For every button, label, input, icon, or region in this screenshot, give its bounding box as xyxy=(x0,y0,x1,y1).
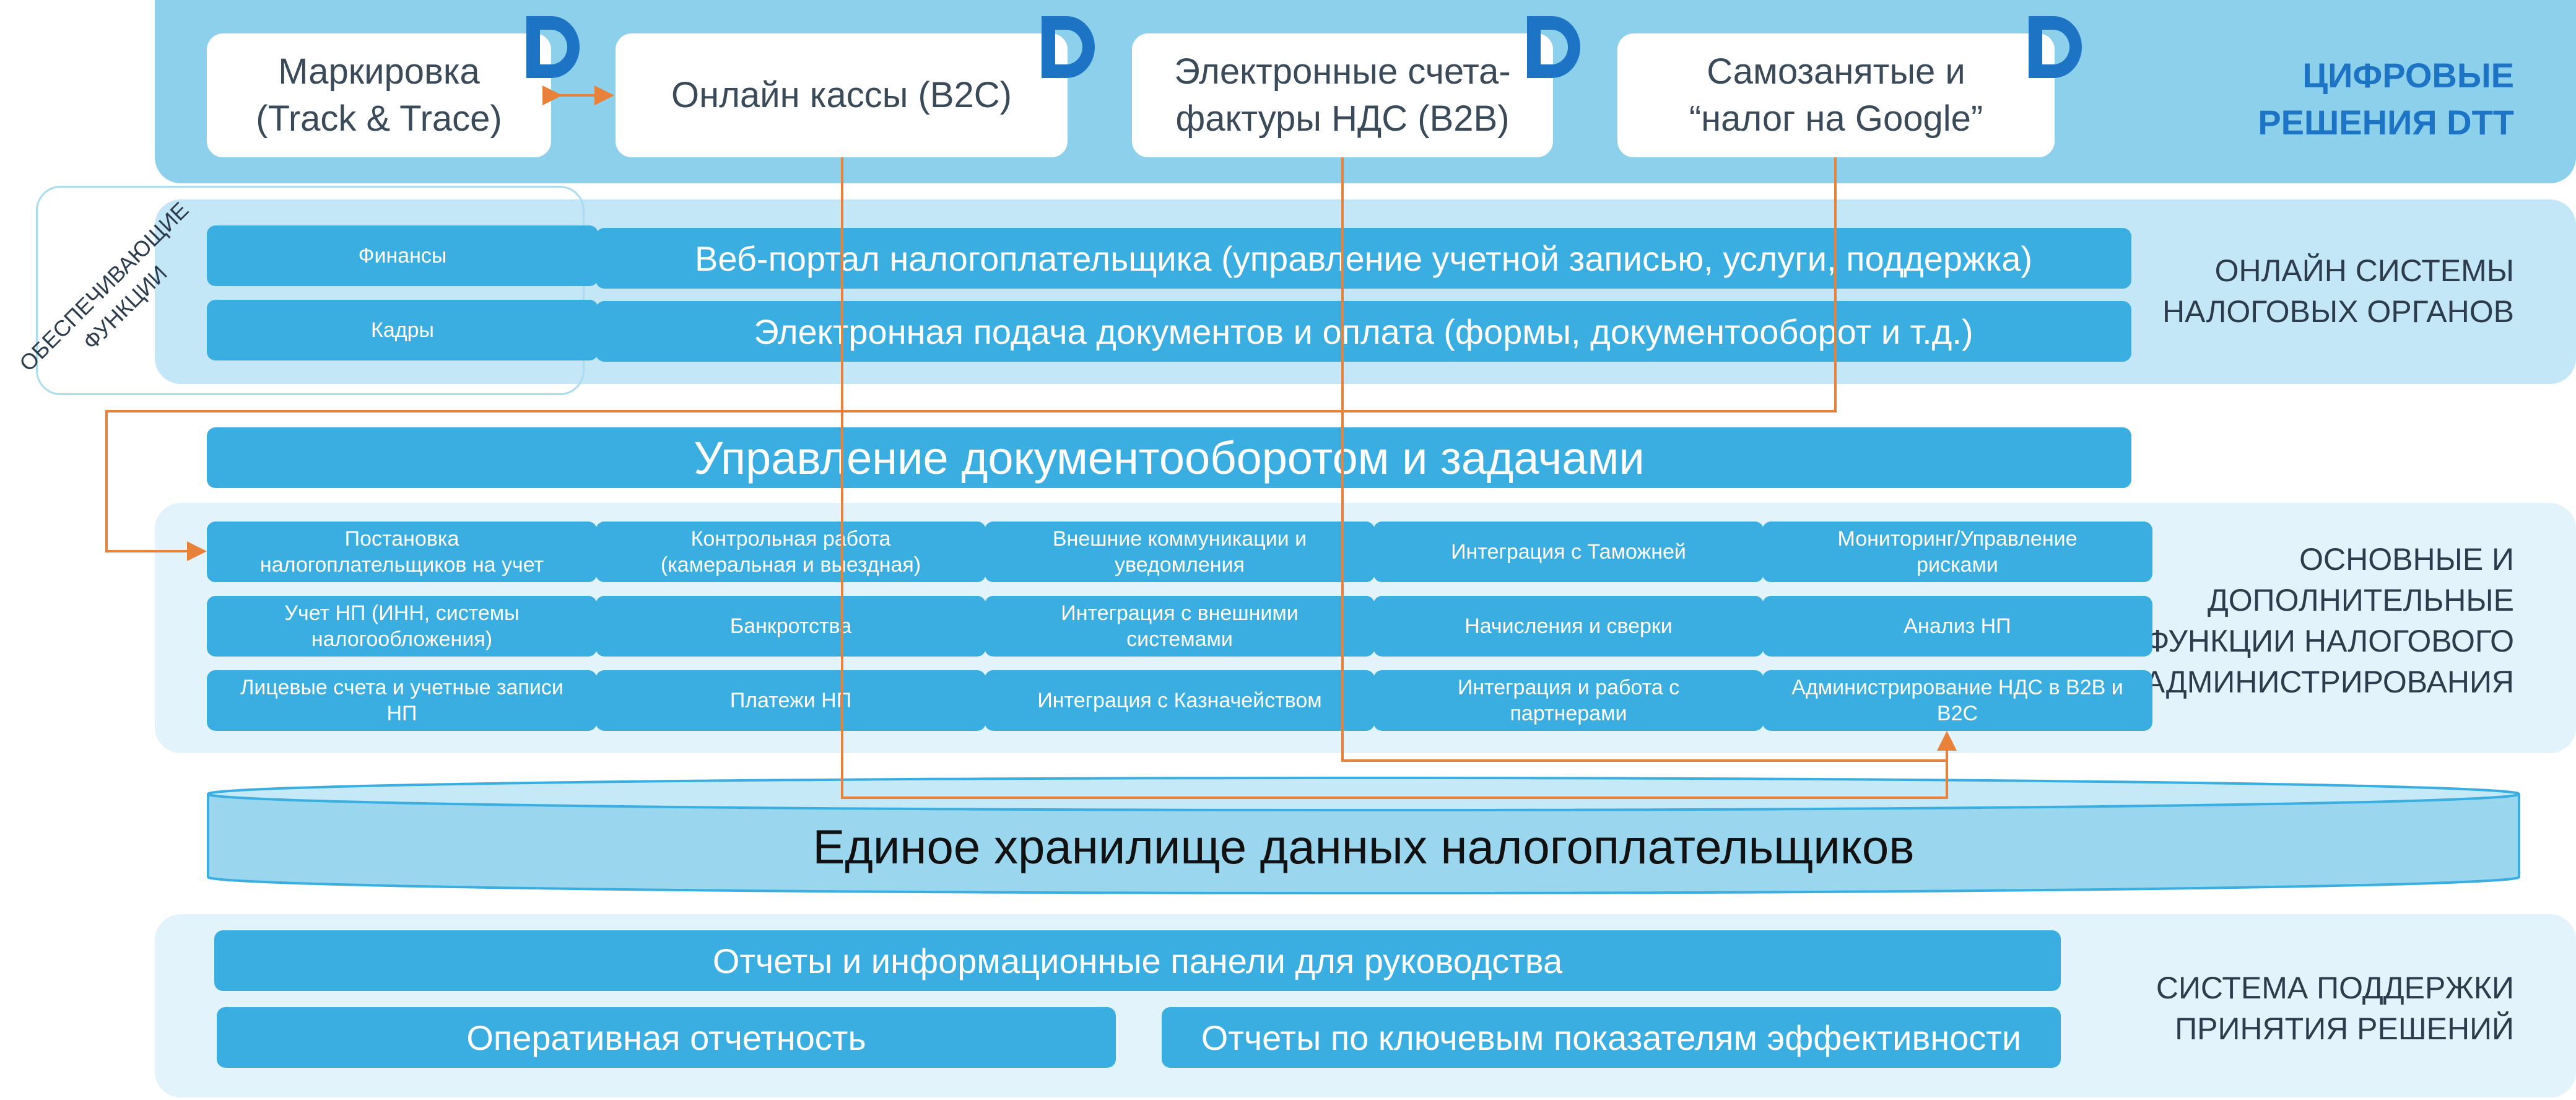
taxpayer-portal-box[interactable]: Веб-портал налогоплательщика (управление… xyxy=(596,228,2131,289)
self-employed-label: Самозанятые и “налог на Google” xyxy=(1689,51,1983,139)
category-digital-solutions: ЦИФРОВЫЕ РЕШЕНИЯ DTT xyxy=(2258,56,2514,142)
d-logo-icon xyxy=(1042,16,1095,78)
e-filing-label: Электронная подача документов и оплата (… xyxy=(754,312,1973,351)
finance-label: Финансы xyxy=(358,244,447,268)
function-label: Интеграция с Казначейством xyxy=(1037,689,1322,712)
cash-to-storage-line xyxy=(841,157,1957,799)
online-cash-box[interactable]: Онлайн кассы (B2C) xyxy=(616,33,1068,157)
function-box[interactable]: Администрирование НДС в B2B и B2C xyxy=(1762,670,2152,731)
function-label: Интеграция с внешними системами xyxy=(1061,601,1299,651)
data-storage-label: Единое хранилище данных налогоплательщик… xyxy=(812,819,1915,874)
function-box[interactable]: Анализ НП xyxy=(1762,596,2152,657)
function-label: Учет НП (ИНН, системы налогообложения) xyxy=(284,601,520,651)
dashboards-box[interactable]: Отчеты и информационные панели для руков… xyxy=(214,930,2061,991)
e-filing-box[interactable]: Электронная подача документов и оплата (… xyxy=(596,301,2131,362)
function-label: Внешние коммуникации и уведомления xyxy=(1052,527,1307,577)
d-logo-icon xyxy=(526,16,580,78)
invoices-to-vat-line xyxy=(1341,157,1947,762)
function-label: Интеграция с Таможней xyxy=(1451,540,1686,564)
function-box[interactable]: Постановка налогоплательщиков на учет xyxy=(207,522,597,582)
function-box[interactable]: Банкротства xyxy=(596,596,986,657)
function-box[interactable]: Учет НП (ИНН, системы налогообложения) xyxy=(207,596,597,657)
function-label: Платежи НП xyxy=(729,689,852,712)
function-box[interactable]: Интеграция с Таможней xyxy=(1373,522,1764,582)
self-employed-to-registration-line xyxy=(105,157,1837,561)
function-box[interactable]: Начисления и сверки xyxy=(1373,596,1764,657)
e-invoices-box[interactable]: Электронные счета- фактуры НДС (B2B) xyxy=(1132,33,1553,157)
function-label: Контрольная работа (камеральная и выездн… xyxy=(660,527,921,577)
kpi-reports-label: Отчеты по ключевым показателям эффективн… xyxy=(1201,1018,2022,1057)
function-label: Постановка налогоплательщиков на учет xyxy=(259,527,544,577)
hr-box[interactable]: Кадры xyxy=(207,300,598,360)
workflow-management-box[interactable]: Управление документооборотом и задачами xyxy=(207,427,2131,488)
function-box[interactable]: Контрольная работа (камеральная и выездн… xyxy=(596,522,986,582)
function-label: Лицевые счета и учетные записи НП xyxy=(240,676,564,725)
operational-reporting-label: Оперативная отчетность xyxy=(466,1018,866,1057)
hr-label: Кадры xyxy=(371,318,434,342)
function-box[interactable]: Внешние коммуникации и уведомления xyxy=(985,522,1375,582)
function-label: Начисления и сверки xyxy=(1464,614,1673,638)
finance-box[interactable]: Финансы xyxy=(207,225,598,286)
function-box[interactable]: Интеграция с внешними системами xyxy=(985,596,1375,657)
taxpayer-portal-label: Веб-портал налогоплательщика (управление… xyxy=(694,238,2033,278)
function-box[interactable]: Платежи НП xyxy=(596,670,986,731)
kpi-reports-box[interactable]: Отчеты по ключевым показателям эффективн… xyxy=(1162,1007,2061,1068)
marking-box[interactable]: Маркировка (Track & Trace) xyxy=(207,33,551,157)
support-functions-frame xyxy=(36,186,585,395)
function-box[interactable]: Интеграция с Казначейством xyxy=(985,670,1375,731)
function-box[interactable]: Лицевые счета и учетные записи НП xyxy=(207,670,597,731)
function-label: Анализ НП xyxy=(1904,614,2011,638)
category-decision-support: СИСТЕМА ПОДДЕРЖКИ ПРИНЯТИЯ РЕШЕНИЙ xyxy=(2156,971,2514,1046)
category-online-systems: ОНЛАЙН СИСТЕМЫ НАЛОГОВЫХ ОРГАНОВ xyxy=(2162,253,2514,329)
category-core-functions: ОСНОВНЫЕ И ДОПОЛНИТЕЛЬНЫЕ ФУНКЦИИ НАЛОГО… xyxy=(2144,542,2514,699)
self-employed-box[interactable]: Самозанятые и “налог на Google” xyxy=(1617,33,2055,157)
data-storage-cylinder[interactable] xyxy=(204,775,2523,897)
function-label: Администрирование НДС в B2B и B2C xyxy=(1791,676,2123,725)
workflow-management-label: Управление документооборотом и задачами xyxy=(694,432,1645,484)
marking-label: Маркировка (Track & Trace) xyxy=(256,51,502,139)
function-label: Интеграция и работа с партнерами xyxy=(1457,676,1680,725)
function-label: Банкротства xyxy=(729,614,852,638)
function-label: Мониторинг/Управление рисками xyxy=(1837,527,2078,577)
operational-reporting-box[interactable]: Оперативная отчетность xyxy=(217,1007,1116,1068)
dashboards-label: Отчеты и информационные панели для руков… xyxy=(712,941,1563,980)
d-logo-icon xyxy=(1527,16,1580,78)
e-invoices-label: Электронные счета- фактуры НДС (B2B) xyxy=(1174,51,1511,139)
online-cash-label: Онлайн кассы (B2C) xyxy=(671,75,1012,115)
function-box[interactable]: Мониторинг/Управление рисками xyxy=(1762,522,2152,582)
function-box[interactable]: Интеграция и работа с партнерами xyxy=(1373,670,1764,731)
d-logo-icon xyxy=(2029,16,2082,78)
